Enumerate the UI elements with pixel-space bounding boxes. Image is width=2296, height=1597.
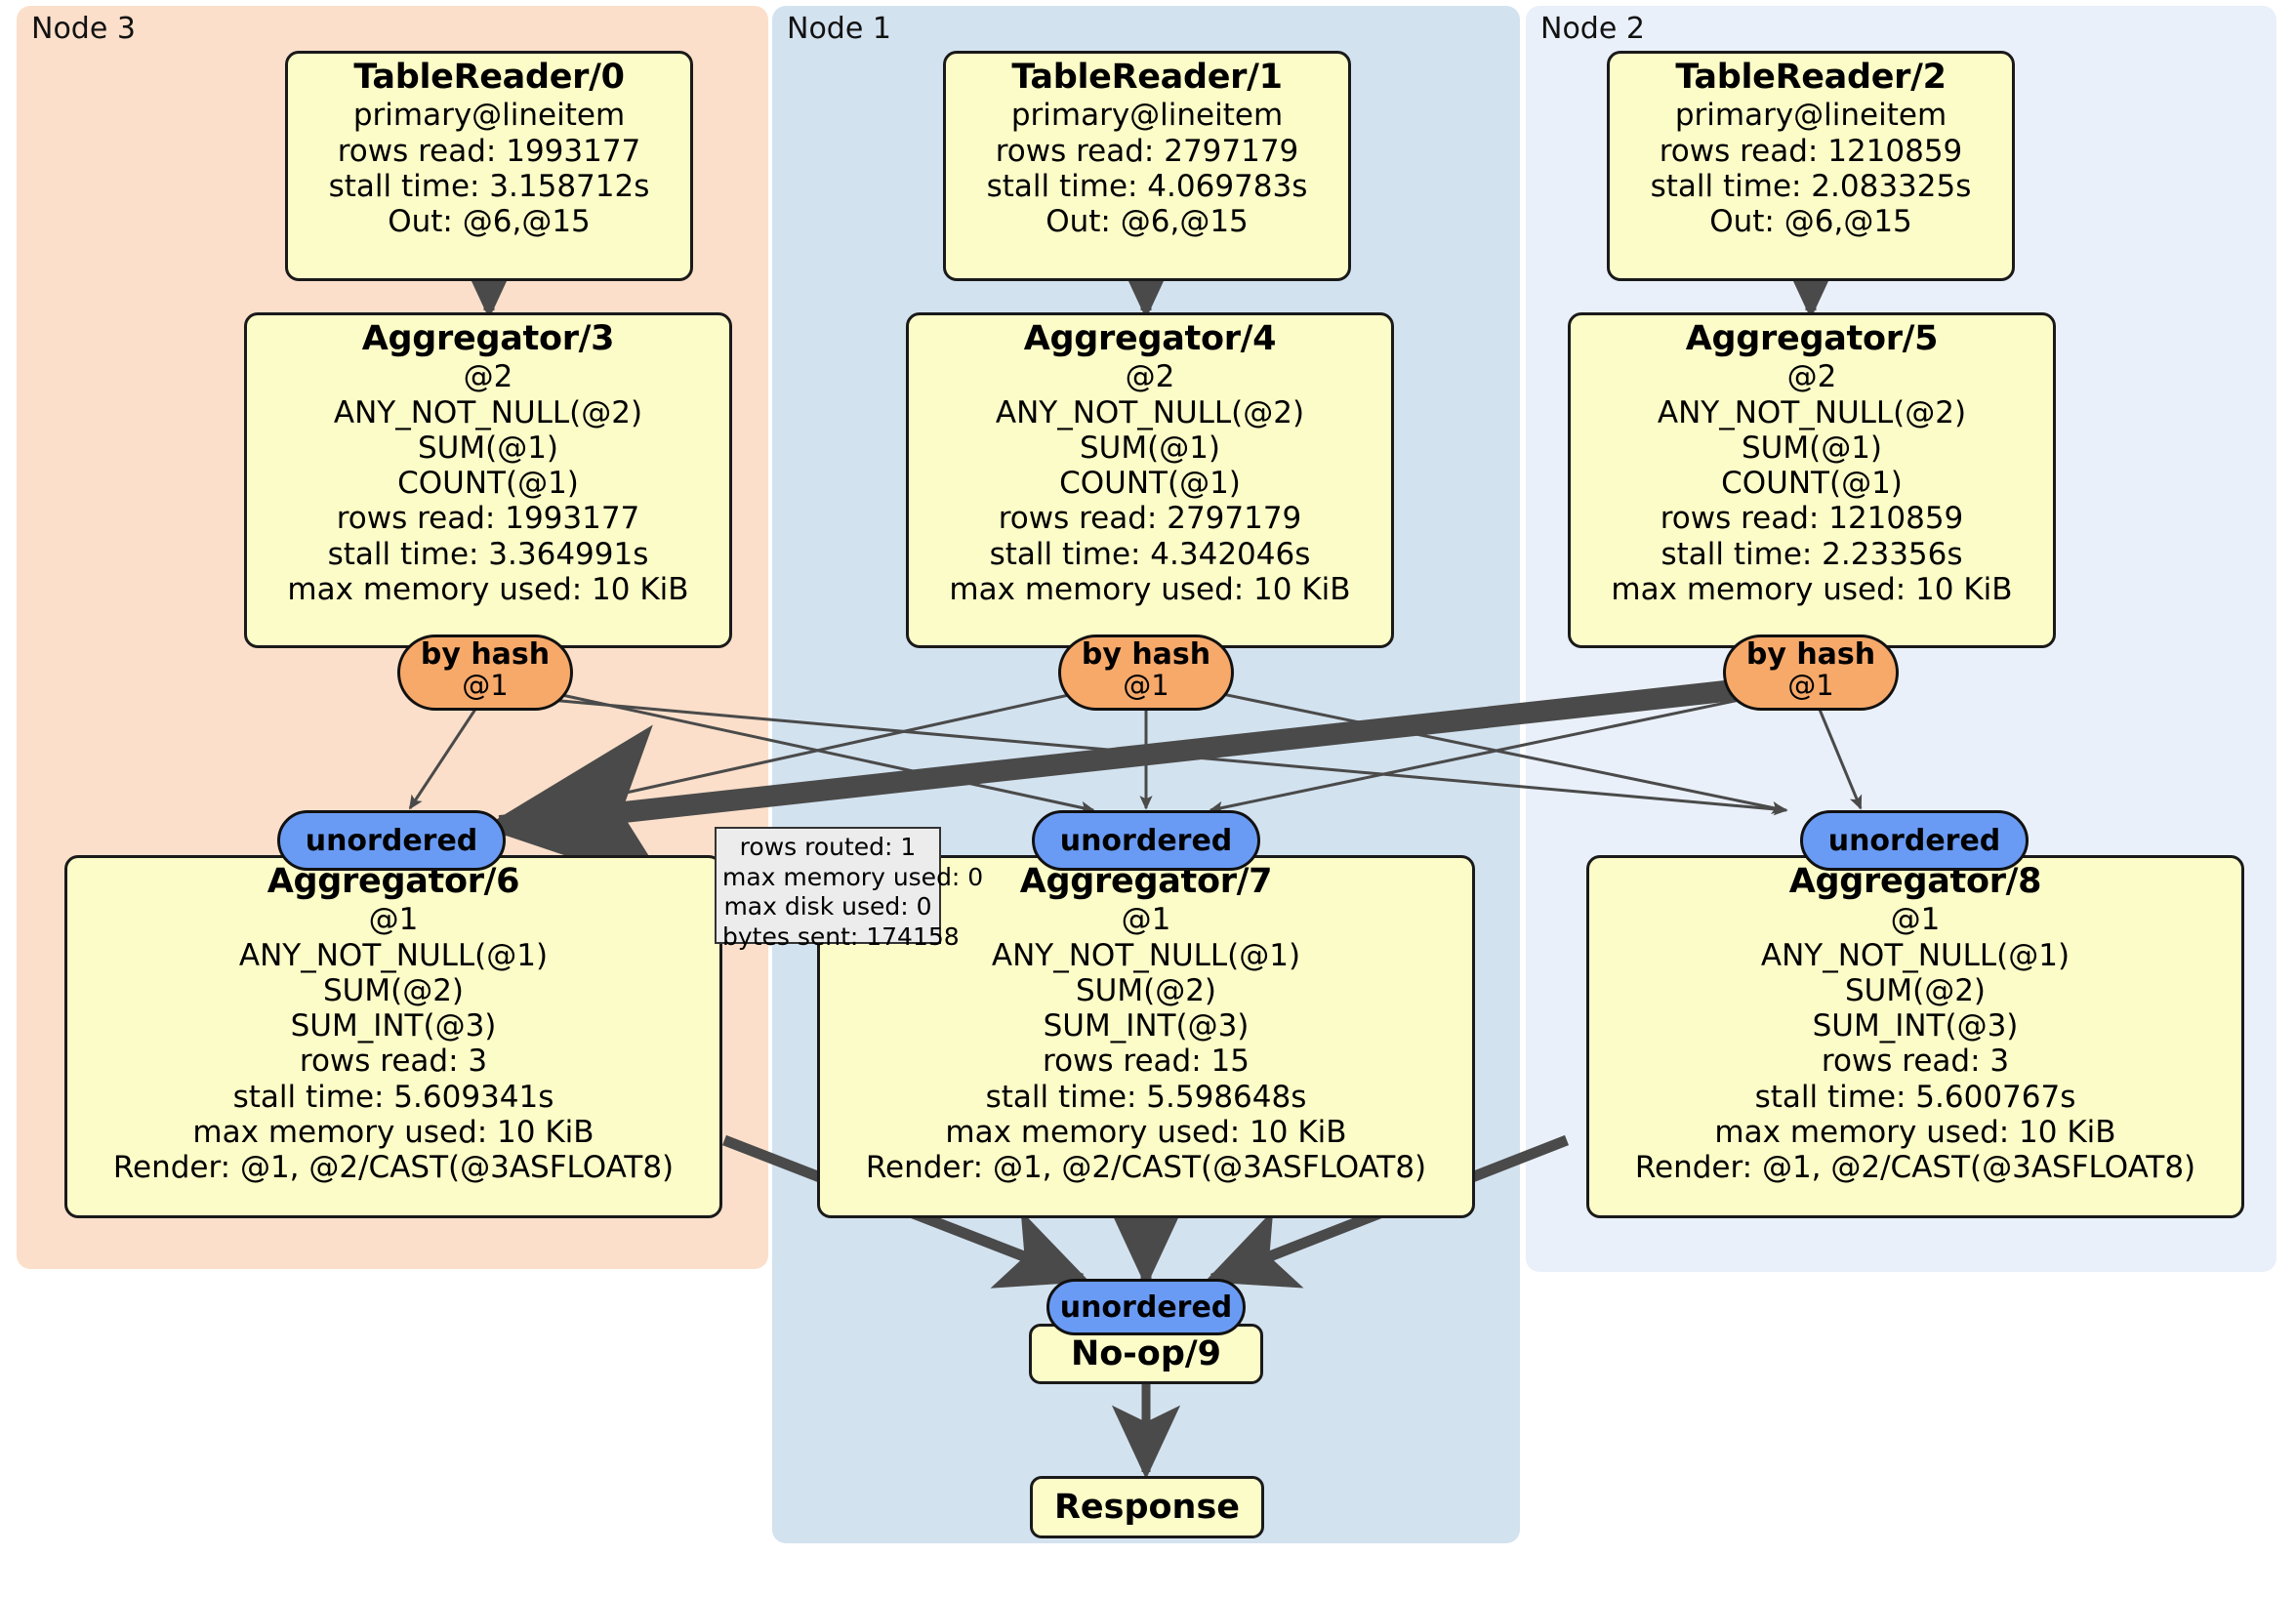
processor-detail-line: rows read: 15	[1043, 1044, 1250, 1080]
processor-detail-line: SUM(@2)	[322, 972, 465, 1008]
processor-detail-line: primary@lineitem	[1674, 98, 1948, 134]
processor-detail-line: SUM(@1)	[417, 430, 559, 466]
processor-detail-line: Out: @6,@15	[388, 204, 591, 240]
processor-detail-line: SUM(@2)	[1844, 972, 1987, 1008]
processor-detail-line: @2	[1125, 359, 1175, 395]
processor-detail-line: rows read: 3	[299, 1044, 488, 1080]
stats-line: bytes sent: 174158	[722, 921, 960, 951]
processor-aggregator-8[interactable]: Aggregator/8 @1 ANY_NOT_NULL(@1) SUM(@2)…	[1586, 855, 2244, 1218]
processor-detail-line: @1	[1121, 902, 1171, 938]
input-synchronizer-unordered-node1[interactable]: unordered	[1032, 810, 1260, 871]
processor-detail-line: SUM(@1)	[1079, 430, 1221, 466]
router-kind-label: by hash	[1745, 637, 1876, 672]
processor-detail-line: @1	[1890, 902, 1941, 938]
output-router-by-hash-node3[interactable]: by hash @1	[397, 635, 573, 711]
processor-title: Aggregator/5	[1685, 319, 1939, 358]
processor-detail-line: COUNT(@1)	[397, 466, 579, 502]
processor-aggregator-3[interactable]: Aggregator/3 @2 ANY_NOT_NULL(@2) SUM(@1)…	[244, 312, 732, 648]
processor-detail-line: ANY_NOT_NULL(@1)	[991, 937, 1301, 973]
router-kind-label: by hash	[420, 637, 551, 672]
router-column-label: @1	[1787, 668, 1834, 702]
processor-detail-line: stall time: 5.598648s	[985, 1079, 1307, 1115]
processor-title: TableReader/0	[353, 58, 625, 97]
processor-detail-line: max memory used: 10 KiB	[287, 571, 689, 607]
processor-table-reader-2[interactable]: TableReader/2 primary@lineitem rows read…	[1607, 51, 2015, 281]
processor-detail-line: Render: @1, @2/CAST(@3ASFLOAT8)	[865, 1150, 1427, 1186]
router-column-label: @1	[462, 668, 509, 702]
processor-detail-line: stall time: 3.364991s	[327, 536, 649, 572]
processor-detail-line: stall time: 3.158712s	[328, 168, 650, 204]
processor-detail-line: @2	[1786, 359, 1837, 395]
cluster-label-node2: Node 2	[1540, 12, 1645, 46]
input-synchronizer-unordered-node2[interactable]: unordered	[1800, 810, 2029, 871]
processor-detail-line: COUNT(@1)	[1721, 466, 1903, 502]
processor-detail-line: stall time: 4.069783s	[986, 168, 1308, 204]
processor-detail-line: rows read: 1210859	[1659, 133, 1963, 169]
processor-aggregator-4[interactable]: Aggregator/4 @2 ANY_NOT_NULL(@2) SUM(@1)…	[906, 312, 1394, 648]
processor-detail-line: Out: @6,@15	[1709, 204, 1912, 240]
processor-title: TableReader/2	[1675, 58, 1947, 97]
processor-detail-line: @2	[463, 359, 513, 395]
processor-detail-line: Render: @1, @2/CAST(@3ASFLOAT8)	[112, 1150, 675, 1186]
processor-detail-line: stall time: 5.609341s	[232, 1079, 554, 1115]
cluster-label-node3: Node 3	[31, 12, 136, 46]
processor-detail-line: max memory used: 10 KiB	[949, 571, 1351, 607]
processor-title: TableReader/1	[1011, 58, 1283, 97]
processor-detail-line: ANY_NOT_NULL(@2)	[333, 394, 643, 430]
processor-detail-line: rows read: 1210859	[1660, 501, 1964, 537]
processor-detail-line: SUM(@1)	[1741, 430, 1883, 466]
processor-detail-line: COUNT(@1)	[1059, 466, 1241, 502]
input-synchronizer-unordered-node3[interactable]: unordered	[277, 810, 506, 871]
processor-detail-line: ANY_NOT_NULL(@1)	[238, 937, 549, 973]
processor-detail-line: primary@lineitem	[352, 98, 626, 134]
processor-detail-line: @1	[368, 902, 419, 938]
processor-detail-line: max memory used: 10 KiB	[192, 1114, 594, 1150]
processor-detail-line: rows read: 2797179	[998, 501, 1302, 537]
router-kind-label: by hash	[1081, 637, 1211, 672]
cluster-label-node1: Node 1	[787, 12, 891, 46]
processor-detail-line: stall time: 2.083325s	[1650, 168, 1972, 204]
processor-title: Aggregator/3	[361, 319, 615, 358]
processor-title: Aggregator/4	[1023, 319, 1277, 358]
processor-detail-line: stall time: 2.23356s	[1660, 536, 1963, 572]
stats-line: rows routed: 1	[739, 833, 917, 861]
processor-table-reader-1[interactable]: TableReader/1 primary@lineitem rows read…	[943, 51, 1351, 281]
router-column-label: @1	[1123, 668, 1169, 702]
processor-detail-line: ANY_NOT_NULL(@2)	[1657, 394, 1967, 430]
processor-response[interactable]: Response	[1030, 1476, 1264, 1538]
processor-detail-line: max memory used: 10 KiB	[1611, 571, 2013, 607]
processor-detail-line: SUM_INT(@3)	[1812, 1008, 2019, 1044]
processor-detail-line: max memory used: 10 KiB	[1714, 1114, 2116, 1150]
processor-aggregator-5[interactable]: Aggregator/5 @2 ANY_NOT_NULL(@2) SUM(@1)…	[1568, 312, 2056, 648]
stream-stats-box: rows routed: 1 max memory used: 0 max di…	[715, 827, 984, 951]
processor-detail-line: ANY_NOT_NULL(@1)	[1760, 937, 2070, 973]
processor-aggregator-6[interactable]: Aggregator/6 @1 ANY_NOT_NULL(@1) SUM(@2)…	[64, 855, 722, 1218]
processor-detail-line: rows read: 2797179	[995, 133, 1299, 169]
stats-line: max disk used: 0	[723, 892, 932, 921]
output-router-by-hash-node1[interactable]: by hash @1	[1058, 635, 1234, 711]
processor-detail-line: primary@lineitem	[1010, 98, 1284, 134]
processor-detail-line: Out: @6,@15	[1046, 204, 1249, 240]
input-synchronizer-unordered-final[interactable]: unordered	[1046, 1279, 1246, 1335]
processor-table-reader-0[interactable]: TableReader/0 primary@lineitem rows read…	[285, 51, 693, 281]
processor-detail-line: SUM_INT(@3)	[290, 1008, 497, 1044]
processor-detail-line: rows read: 1993177	[336, 501, 640, 537]
processor-detail-line: Render: @1, @2/CAST(@3ASFLOAT8)	[1634, 1150, 2196, 1186]
output-router-by-hash-node2[interactable]: by hash @1	[1723, 635, 1899, 711]
processor-detail-line: rows read: 1993177	[337, 133, 641, 169]
processor-detail-line: rows read: 3	[1821, 1044, 2010, 1080]
processor-detail-line: ANY_NOT_NULL(@2)	[995, 394, 1305, 430]
processor-detail-line: max memory used: 10 KiB	[945, 1114, 1347, 1150]
processor-detail-line: SUM(@2)	[1075, 972, 1217, 1008]
stats-line: max memory used: 0	[722, 862, 984, 891]
processor-detail-line: stall time: 5.600767s	[1754, 1079, 2076, 1115]
processor-detail-line: stall time: 4.342046s	[989, 536, 1311, 572]
processor-detail-line: SUM_INT(@3)	[1043, 1008, 1250, 1044]
